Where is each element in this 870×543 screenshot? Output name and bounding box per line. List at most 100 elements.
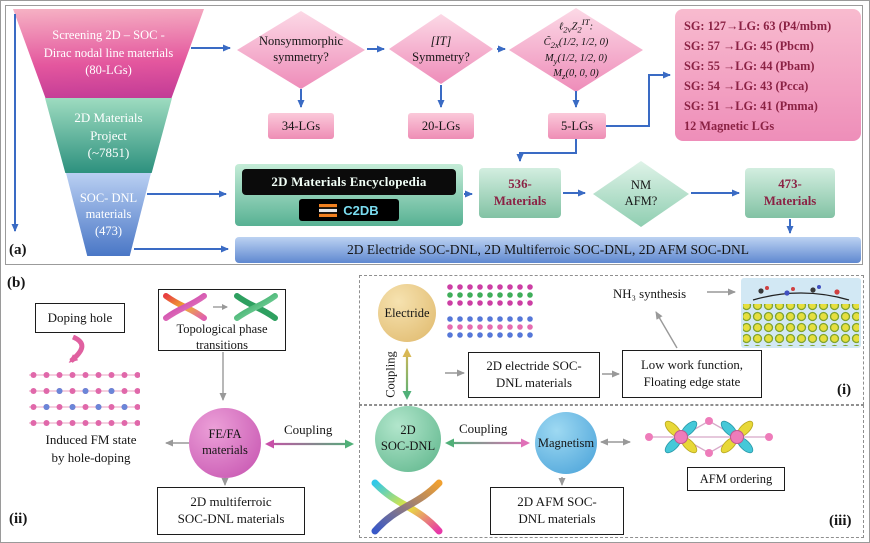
text-line: 473- (778, 177, 802, 192)
text-line: 34-LGs (281, 118, 321, 133)
text-line: Magnetism (537, 435, 595, 450)
text-line: SOC-DNL materials (177, 511, 285, 526)
box-34-lgs: 34-LGs (268, 113, 334, 139)
induced-fm-text: Induced FM state by hole-doping (17, 431, 165, 466)
text-line: Induced FM state (45, 432, 137, 447)
afm-dnl-box: 2D AFM SOC- DNL materials (490, 487, 624, 535)
label-iii: (iii) (829, 513, 852, 529)
nh3-surface-graphic (741, 278, 861, 348)
text-line: SOC-DNL (380, 439, 436, 453)
text-line: Symmetry? (412, 50, 470, 64)
electride-crystal-graphic (447, 283, 537, 339)
diamond-nonsymmorphic-symmetry: Nonsymmorphic symmetry? (237, 11, 365, 89)
text-line: Mz(0, 0, 0) (553, 68, 599, 82)
encyclopedia-title: 2D Materials Encyclopedia (242, 169, 456, 195)
text-line: 536- (508, 177, 532, 192)
text-line: Topological phase (176, 322, 268, 336)
nh3-synthesis-label: NH₃ synthesis (613, 287, 687, 301)
text-line: 2D multiferroic (190, 494, 272, 510)
electride-circle: Electride (378, 284, 436, 342)
text-line: Nonsymmorphic (258, 34, 344, 49)
sg-lg-mapping-box: SG: 127→LG: 63 (P4/mbm) SG: 57 →LG: 45 (… (675, 9, 861, 141)
text-line: by hole-doping (51, 449, 131, 465)
magnetism-circle: Magnetism (535, 412, 597, 474)
nodal-line-x-graphic (371, 479, 443, 535)
encyclopedia-box: 2D Materials Encyclopedia C2DB (235, 164, 463, 226)
funnel-stage-screening: Screening 2D – SOC - Dirac nodal line ma… (13, 9, 204, 98)
text-line: FE/FA (208, 427, 242, 442)
result-bar: 2D Electride SOC-DNL, 2D Multiferroic SO… (235, 237, 861, 263)
c2db-text: C2DB (343, 202, 379, 218)
label-i: (i) (837, 382, 852, 398)
text-line: Dirac nodal line materials (43, 45, 174, 60)
text-line: materials (202, 443, 248, 457)
fefa-circle: FE/FA materials (189, 408, 261, 478)
text-line: (~7851) (87, 145, 130, 161)
low-work-function-box: Low work function, Floating edge state (622, 350, 762, 398)
text-line: DNL materials (496, 376, 572, 390)
text-line: DNL materials (518, 511, 596, 526)
text-line: ℓ2vZ2IT: (558, 17, 594, 35)
text-line: C̃2x(1/2, 1/2, 0) (543, 37, 609, 51)
text-line: 2D electride SOC- (486, 359, 582, 374)
text-line: Screening 2D – SOC - (52, 28, 165, 43)
text-line: 2D (400, 423, 416, 438)
sg-line: SG: 54 →LG: 43 (Pcca) (684, 79, 809, 93)
text-line: (80-LGs) (85, 63, 132, 78)
topological-transitions-box: Topological phase transitions (158, 289, 286, 352)
text-line: (473) (94, 223, 123, 238)
electride-dnl-box: 2D electride SOC- DNL materials (468, 352, 600, 398)
sg-line: SG: 55 →LG: 44 (Pbam) (684, 59, 815, 73)
diamond-it-symmetry: [IT] Symmetry? (389, 14, 493, 84)
multiferroic-box: 2D multiferroic SOC-DNL materials (157, 487, 305, 535)
sg-line: 12 Magnetic LGs (684, 119, 775, 133)
text-line: Materials (493, 194, 547, 208)
c2db-stripes-icon (319, 203, 338, 217)
soc-dnl-circle: 2D SOC-DNL (375, 406, 441, 472)
diamond-nm-afm: NM AFM? (593, 161, 689, 227)
label-b: (b) (7, 275, 26, 291)
box-473-materials: 473- Materials (745, 168, 835, 218)
text-line: 2D Materials (74, 110, 143, 126)
box-20-lgs: 20-LGs (408, 113, 474, 139)
text-line: materials (85, 207, 132, 222)
c2db-logo: C2DB (299, 199, 399, 221)
text-line: Electride (384, 305, 430, 320)
topological-x-graphic (163, 293, 278, 321)
sg-line: SG: 57 →LG: 45 (Pbcm) (684, 39, 814, 53)
sg-line: SG: 127→LG: 63 (P4/mbm) (684, 19, 832, 33)
text-line: SOC- DNL (79, 191, 138, 206)
dashed-box-i (359, 275, 864, 405)
box-536-materials: 536- Materials (479, 168, 561, 218)
text-line: Materials (763, 194, 817, 208)
coupling-label-ii: Coupling (284, 422, 333, 437)
diamond-z2-invariant: ℓ2vZ2IT: C̃2x(1/2, 1/2, 0) My(1/2, 1/2, … (509, 8, 643, 92)
text-line: 2D AFM SOC- (517, 494, 597, 510)
text-line: Project (90, 127, 127, 143)
afm-orbitals-graphic (645, 417, 773, 457)
text-line: 20-LGs (421, 118, 461, 133)
text-line: 2D Materials Encyclopedia (271, 174, 427, 189)
text-line: symmetry? (273, 50, 329, 64)
coupling-label-iii: Coupling (459, 421, 508, 436)
afm-ordering-box: AFM ordering (687, 467, 785, 491)
text-line: Low work function, (640, 358, 743, 373)
funnel-stage-2d-materials-project: 2D Materials Project (~7851) (45, 98, 172, 173)
text-line: transitions (195, 337, 249, 352)
sg-line: SG: 51 →LG: 41 (Pmma) (684, 99, 818, 113)
panel-a-frame (5, 5, 863, 265)
box-5-lgs: 5-LGs (548, 113, 606, 139)
crystal-lattice-graphic (29, 335, 140, 427)
text-line: 2D Electride SOC-DNL, 2D Multiferroic SO… (347, 242, 749, 257)
text-line: 5-LGs (561, 118, 593, 133)
text-line: NM (630, 178, 652, 193)
text-line: AFM? (624, 194, 658, 208)
label-a: (a) (9, 242, 27, 258)
text-line: Floating edge state (643, 375, 741, 389)
text-line: AFM ordering (699, 471, 773, 486)
doping-hole-box: Doping hole (35, 303, 125, 333)
text-line: Doping hole (47, 310, 113, 325)
text-line: [IT] (430, 33, 452, 48)
dashed-box-iii (359, 405, 864, 538)
